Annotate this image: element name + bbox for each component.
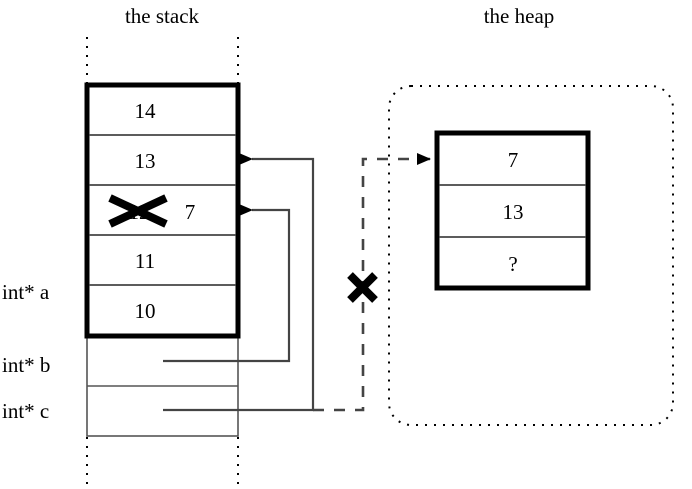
edge-c-to-heap-dashed [313, 153, 431, 412]
stack-cell-value-1: 13 [135, 149, 156, 173]
cancel-cross-icon [347, 272, 378, 303]
stack-cell-replacement-2: 7 [185, 200, 196, 224]
heap-title: the heap [484, 4, 555, 28]
edge-c-to-stack-cell [163, 153, 315, 412]
stack-frame-box [84, 82, 241, 339]
heap-block-box [434, 130, 591, 291]
var-label-c: int* c [2, 399, 49, 423]
heap-cell-value-0: 7 [508, 148, 519, 172]
var-label-b: int* b [2, 353, 50, 377]
stack-cell-value-4: 10 [135, 299, 156, 323]
stack-cell-value-3: 11 [135, 249, 155, 273]
edge-b-to-stack-cell [163, 204, 291, 363]
stack-guide-bottom [86, 437, 239, 485]
heap-cell-value-1: 13 [503, 200, 524, 224]
stack-cell-value-0: 14 [135, 99, 157, 123]
stack-guide-top [86, 37, 239, 84]
var-label-a: int* a [2, 280, 50, 304]
stack-pointer-cells [86, 335, 239, 437]
heap-cell-value-2: ? [508, 252, 517, 276]
stack-title: the stack [125, 4, 200, 28]
strikeout-cross-icon [108, 194, 168, 228]
